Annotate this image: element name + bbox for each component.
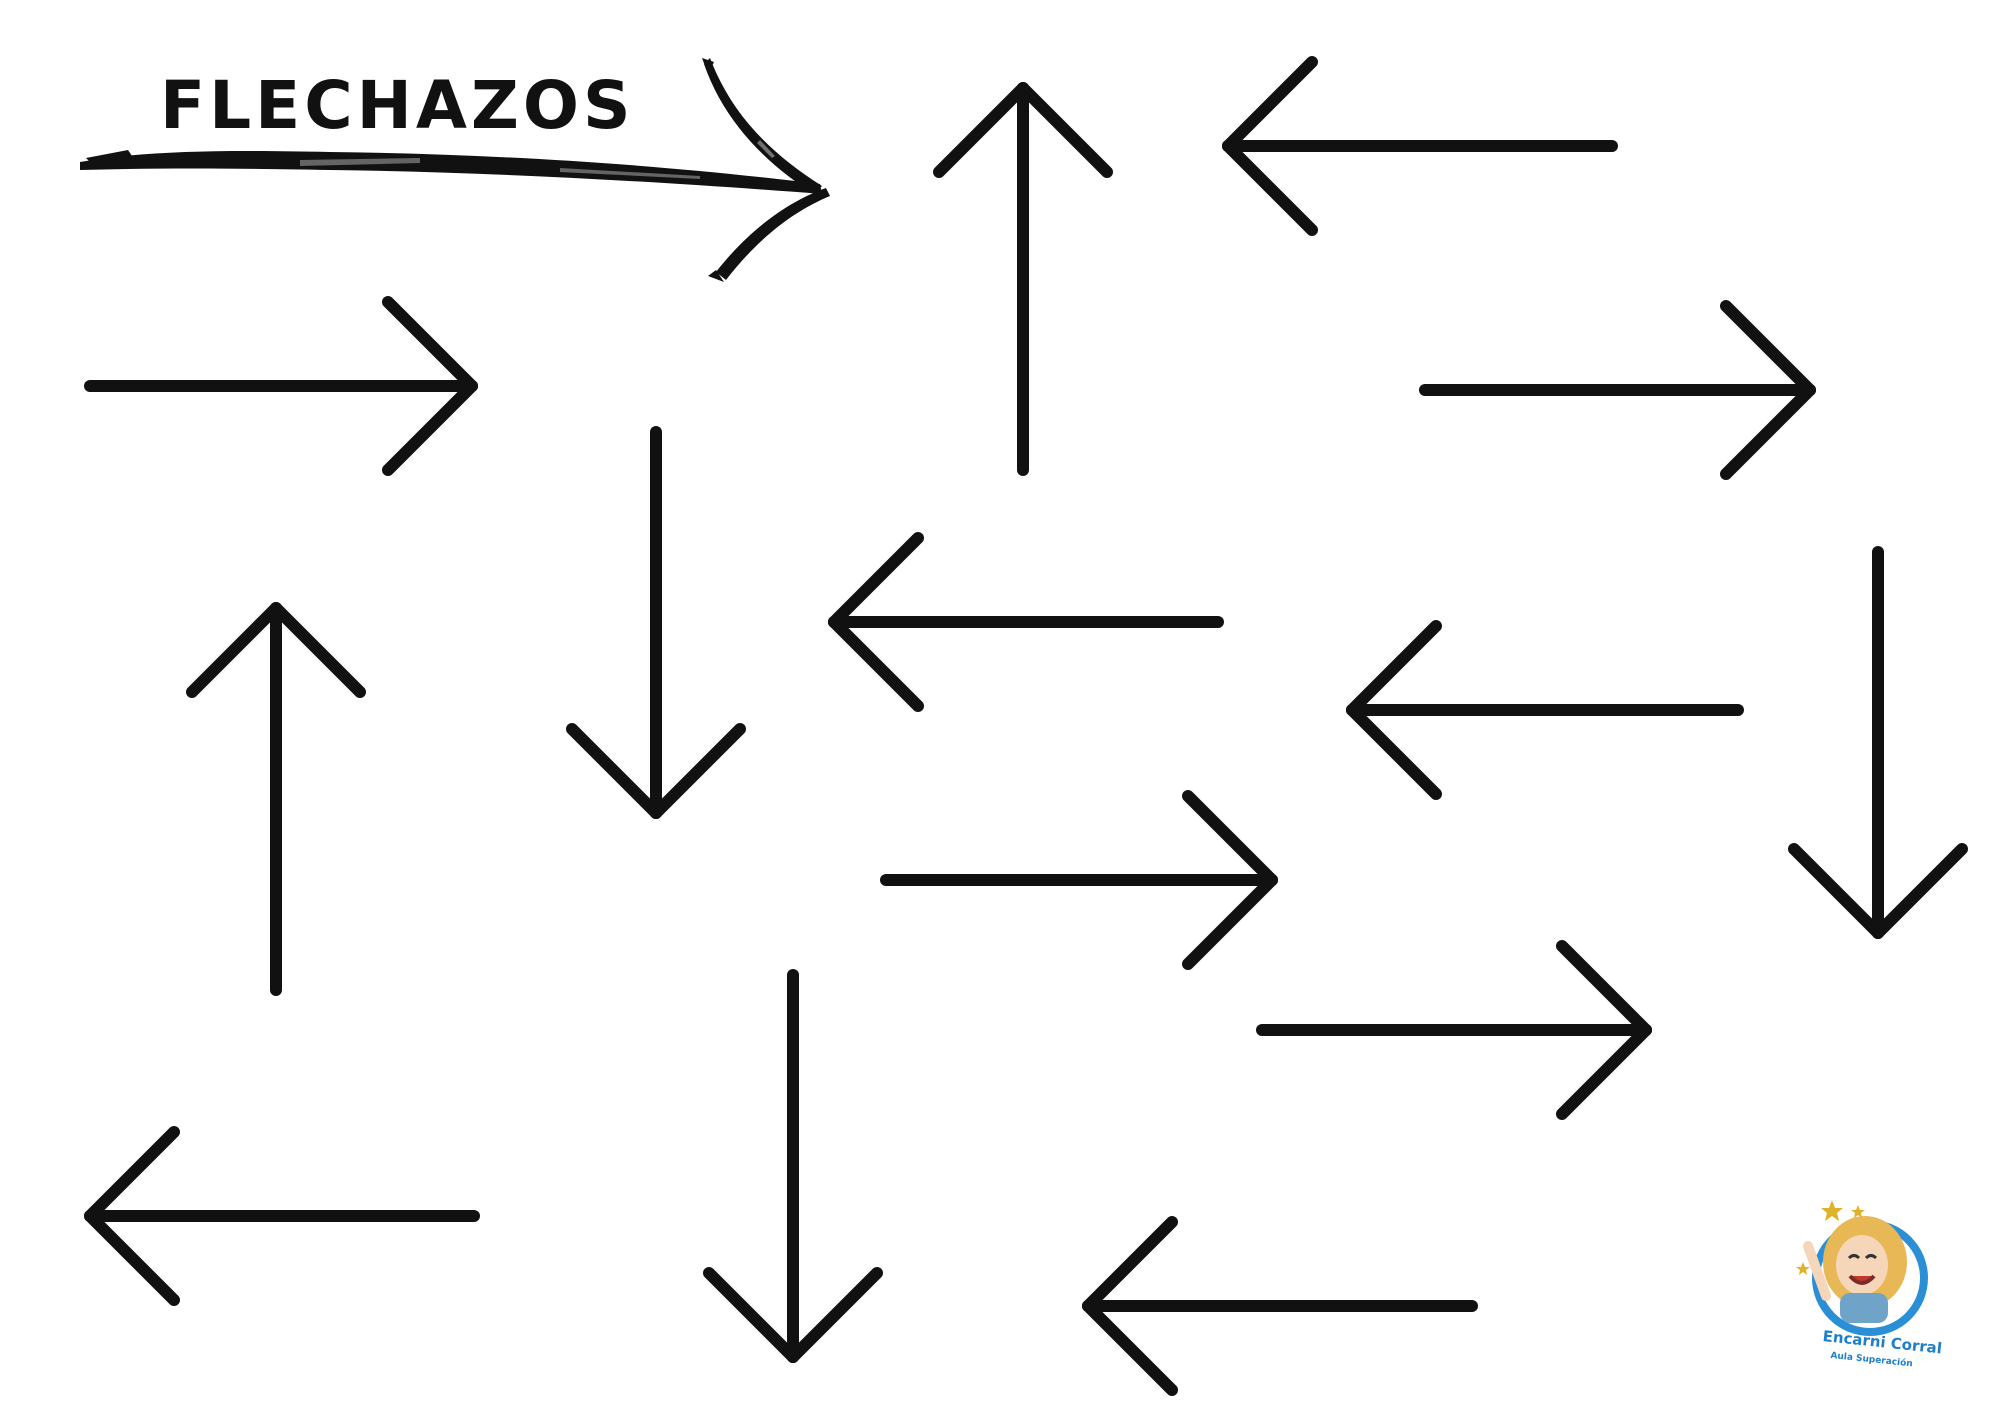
arrow-down-icon <box>1788 546 1968 939</box>
arrow-head-stroke <box>382 380 478 476</box>
arrow-head-stroke <box>566 723 662 819</box>
arrow-head-stroke <box>1182 790 1278 886</box>
arrow-head-stroke <box>828 532 924 628</box>
arrow-head-stroke <box>1556 1024 1652 1120</box>
arrow-head-stroke <box>84 1210 180 1306</box>
arrow-head-stroke <box>1720 384 1816 480</box>
arrow-head-stroke <box>1082 1300 1178 1396</box>
logo-star-icon <box>1796 1200 1865 1275</box>
arrow-right-icon <box>84 296 478 476</box>
arrow-head-stroke <box>1346 704 1442 800</box>
author-logo: Encarni Corral Aula Superación <box>1796 1200 1943 1369</box>
arrow-head-stroke <box>270 602 366 698</box>
arrow-up-icon <box>186 602 366 996</box>
arrow-left-icon <box>828 532 1224 712</box>
arrow-head-stroke <box>186 602 282 698</box>
arrow-head-stroke <box>650 723 746 819</box>
arrow-right-icon <box>880 790 1278 970</box>
arrow-left-icon <box>1346 620 1744 800</box>
page-title: FLECHAZOS <box>160 67 634 144</box>
arrow-down-icon <box>566 426 746 819</box>
arrow-head-stroke <box>1222 140 1318 236</box>
title-brush-arrow-icon <box>80 58 830 282</box>
arrow-head-stroke <box>1222 56 1318 152</box>
arrow-head-stroke <box>84 1126 180 1222</box>
arrow-up-icon <box>933 82 1113 476</box>
logo-avatar-icon <box>1803 1216 1907 1323</box>
arrow-left-icon <box>1222 56 1618 236</box>
arrow-head-stroke <box>787 1267 883 1363</box>
arrow-head-stroke <box>828 616 924 712</box>
arrow-left-icon <box>1082 1216 1478 1396</box>
arrow-head-stroke <box>1346 620 1442 716</box>
arrow-right-icon <box>1256 940 1652 1120</box>
arrow-head-stroke <box>703 1267 799 1363</box>
arrow-head-stroke <box>1556 940 1652 1036</box>
arrow-left-icon <box>84 1126 480 1306</box>
arrow-down-icon <box>703 969 883 1363</box>
arrows-layer <box>84 56 1968 1396</box>
arrow-head-stroke <box>1017 82 1113 178</box>
arrow-head-stroke <box>382 296 478 392</box>
arrow-head-stroke <box>1872 843 1968 939</box>
arrow-head-stroke <box>1788 843 1884 939</box>
arrow-head-stroke <box>1720 300 1816 396</box>
arrow-head-stroke <box>1082 1216 1178 1312</box>
arrow-head-stroke <box>933 82 1029 178</box>
arrow-right-icon <box>1419 300 1816 480</box>
arrow-head-stroke <box>1182 874 1278 970</box>
